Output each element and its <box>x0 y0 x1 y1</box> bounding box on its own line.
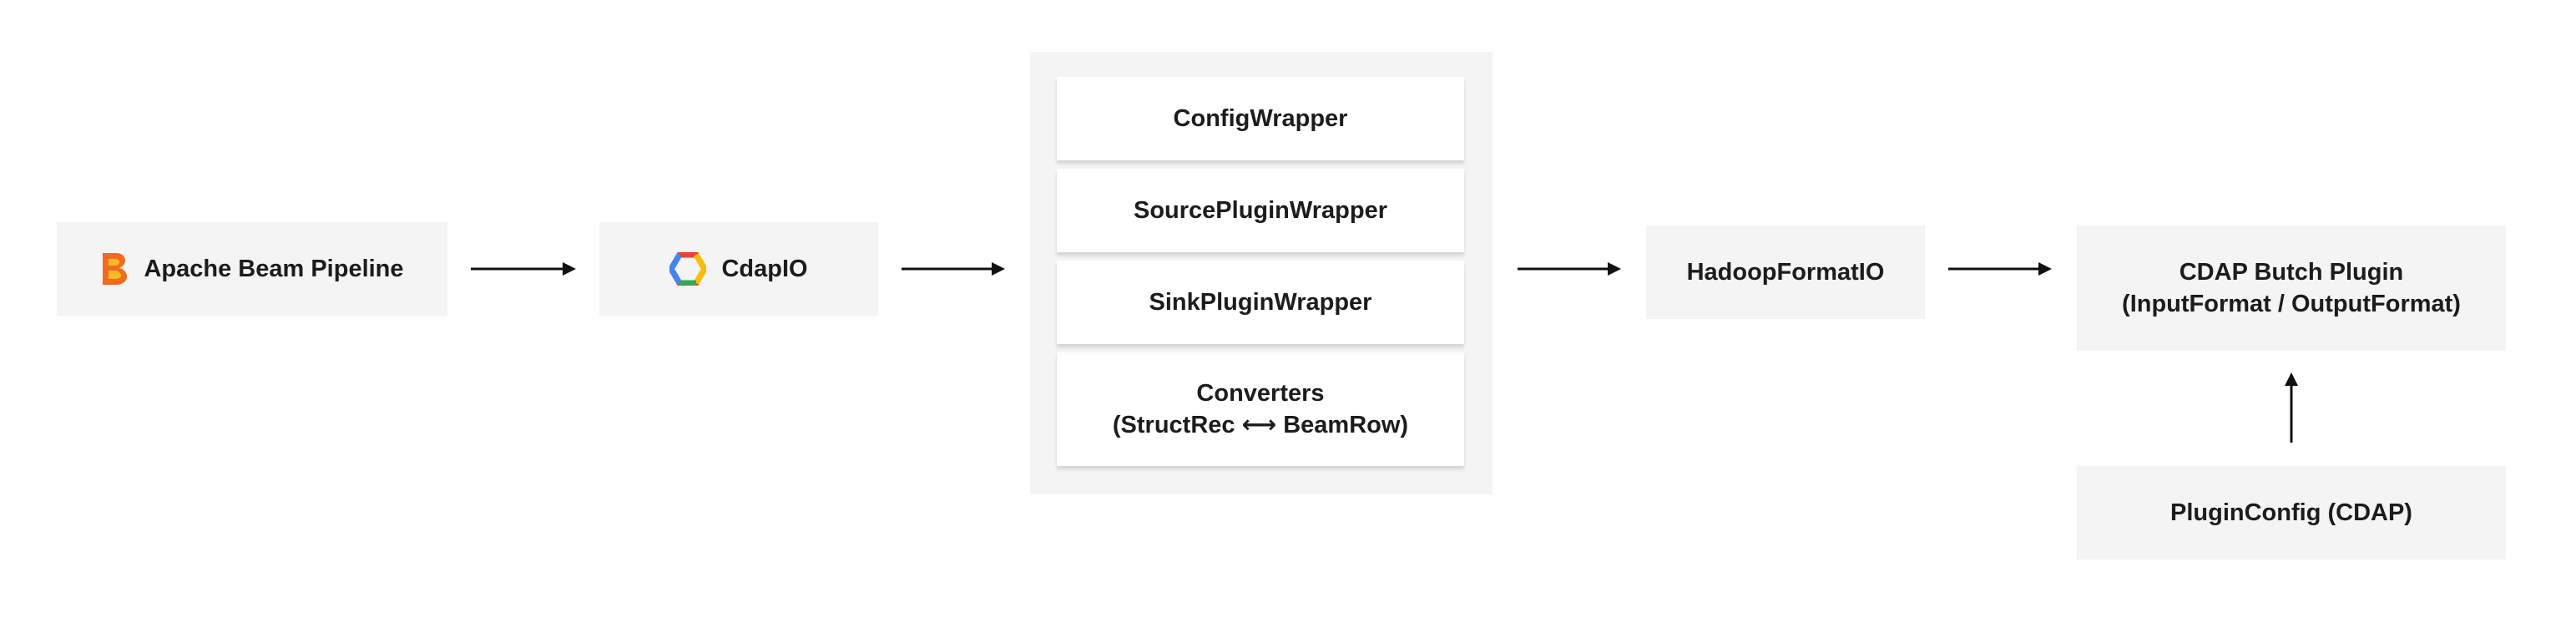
arrow-wrappers-to-hadoop <box>1518 262 1621 276</box>
arrow-beam-to-cdapio <box>471 262 576 276</box>
cdap-batch-plugin-label: CDAP Butch Plugin (InputFormat / OutputF… <box>2122 259 2461 317</box>
config-wrapper-label: ConfigWrapper <box>1173 105 1348 132</box>
arrow-hadoop-to-cdap-plugin <box>1948 262 2052 276</box>
apache-beam-logo-icon <box>100 251 129 287</box>
apache-beam-pipeline-node: Apache Beam Pipeline <box>57 222 447 316</box>
hadoop-format-io-label: HadoopFormatIO <box>1686 259 1885 286</box>
arrow-plugin-config-to-cdap-plugin <box>2285 372 2298 443</box>
cdap-hexagon-logo-icon <box>669 252 707 286</box>
cdap-batch-plugin-node: CDAP Butch Plugin (InputFormat / OutputF… <box>2077 225 2506 351</box>
converters-card: Converters (StructRec ⟷ BeamRow) <box>1057 352 1464 466</box>
hadoop-format-io-node: HadoopFormatIO <box>1646 225 1925 319</box>
wrappers-group: ConfigWrapper SourcePluginWrapper SinkPl… <box>1030 52 1493 494</box>
cdapio-label: CdapIO <box>721 256 808 282</box>
config-wrapper-card: ConfigWrapper <box>1057 77 1464 160</box>
plugin-config-label: PluginConfig (CDAP) <box>2170 499 2412 526</box>
sink-plugin-wrapper-label: SinkPluginWrapper <box>1149 289 1372 316</box>
sink-plugin-wrapper-card: SinkPluginWrapper <box>1057 261 1464 344</box>
converters-label: Converters (StructRec ⟷ BeamRow) <box>1112 380 1409 438</box>
arrow-cdapio-to-wrappers <box>902 262 1005 276</box>
cdapio-node: CdapIO <box>599 222 878 316</box>
plugin-config-node: PluginConfig (CDAP) <box>2077 466 2506 560</box>
source-plugin-wrapper-card: SourcePluginWrapper <box>1057 169 1464 252</box>
apache-beam-pipeline-label: Apache Beam Pipeline <box>144 256 404 282</box>
source-plugin-wrapper-label: SourcePluginWrapper <box>1133 197 1388 224</box>
